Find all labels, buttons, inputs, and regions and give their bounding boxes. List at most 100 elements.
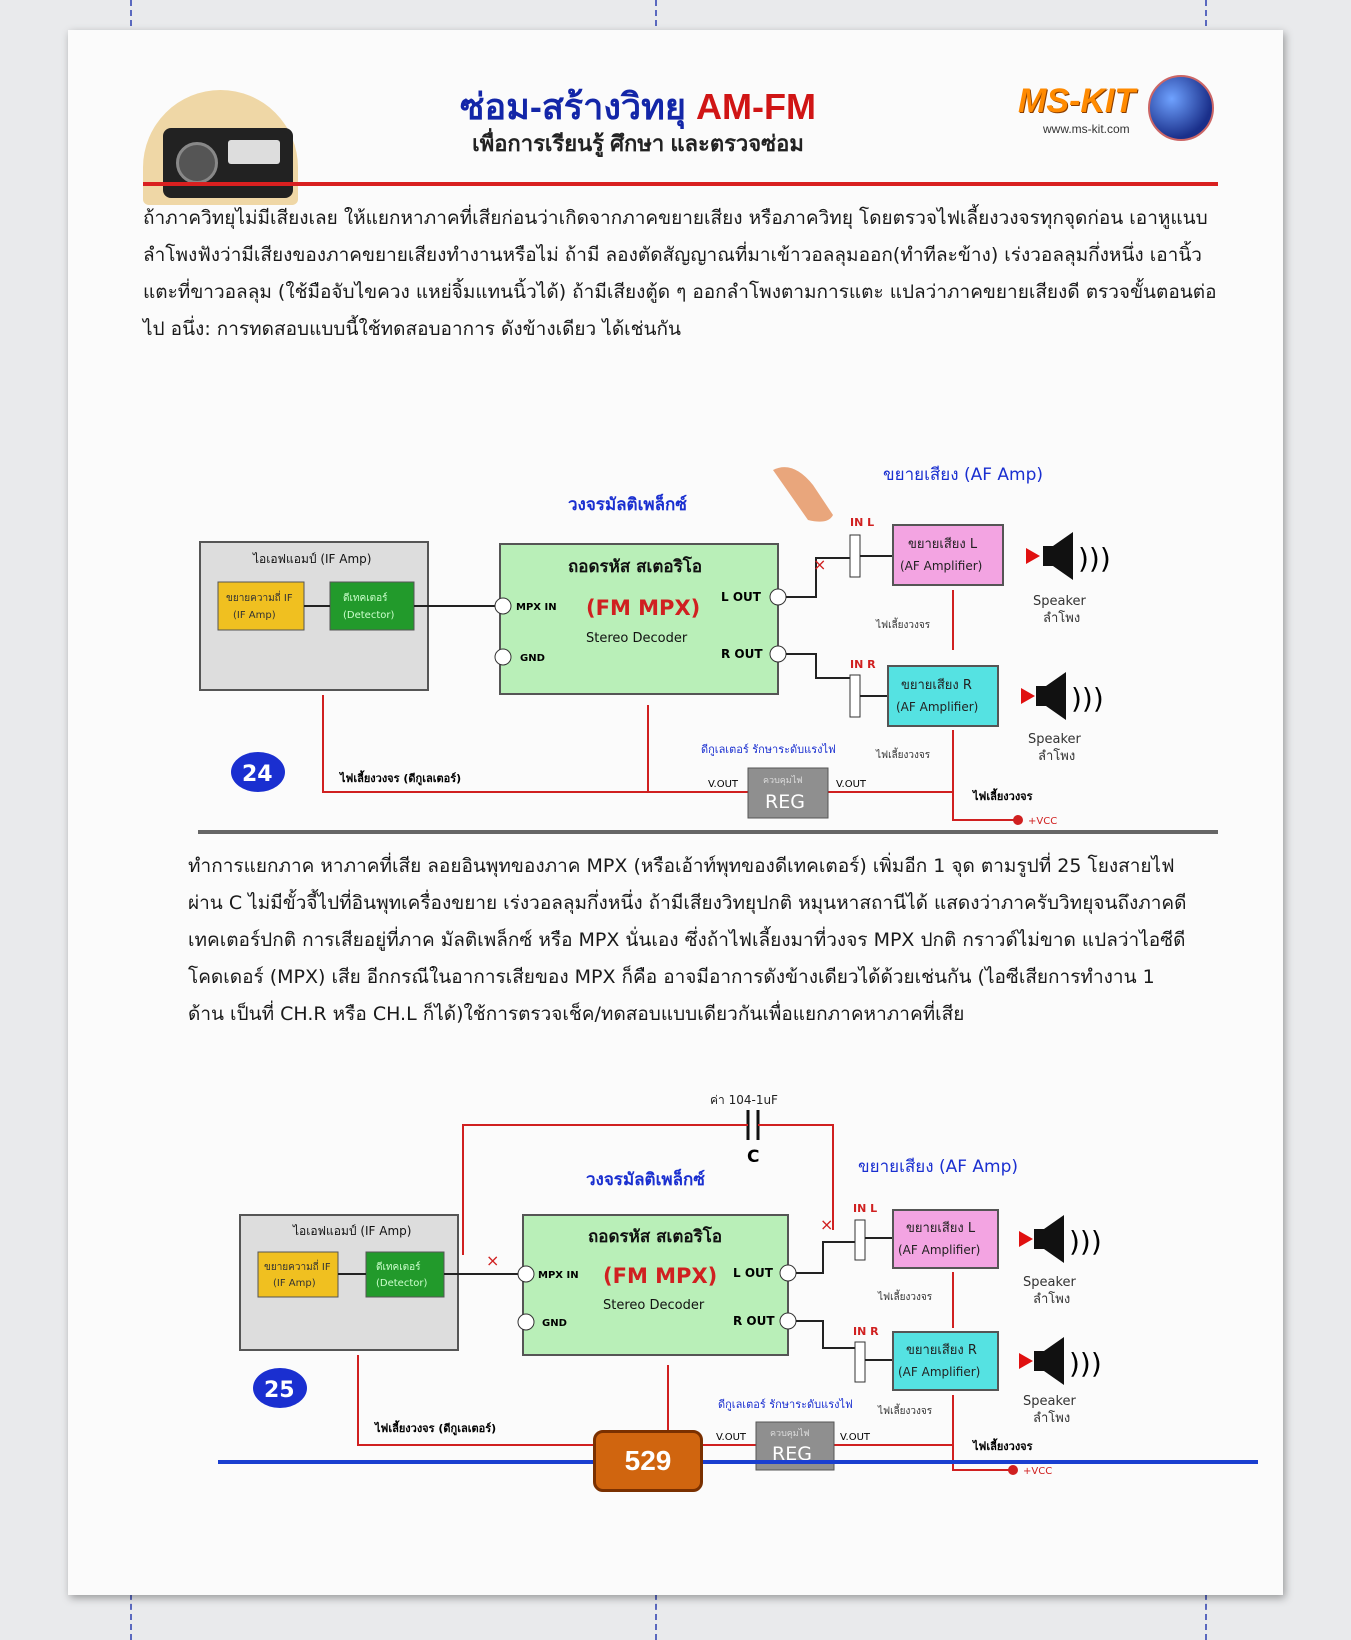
detector-box (365, 1251, 445, 1298)
decoder-sub: Stereo Decoder (603, 1298, 705, 1313)
page-subtitle: เพื่อการเรียนรู้ ศึกษา และตรวจซ่อม (472, 131, 804, 156)
mpx-section-label: วงจรมัลติเพล็กซ์ (568, 492, 687, 515)
supply-if-label: ไฟเลี้ยงวงจร (ดีกูเลเตอร์) (373, 1420, 496, 1436)
amp-l-label: ขยายเสียง L (906, 1220, 976, 1236)
l-out-label: L OUT (721, 590, 762, 604)
v-out-label: V.OUT (840, 1432, 871, 1443)
mpx-section-label: วงจรมัลติเพล็กซ์ (586, 1167, 705, 1190)
speaker-r-label: Speaker (1028, 732, 1082, 747)
sound-waves-icon: ))) (1071, 682, 1104, 715)
brand-logo: MS-KIT (1018, 82, 1136, 120)
decoder-fm: (FM MPX) (586, 596, 700, 620)
detector-sub: (Detector) (376, 1278, 427, 1289)
amp-r-label: ขยายเสียง R (906, 1342, 977, 1358)
vcc-label: +VCC (1028, 816, 1057, 827)
cut-mark: × (820, 1215, 833, 1234)
decoder-fm: (FM MPX) (603, 1264, 717, 1288)
r-out-label: R OUT (721, 647, 763, 661)
if-amp-label: ขยายความถี่ IF (264, 1259, 331, 1273)
speaker-l-label-th: ลำโพง (1043, 610, 1080, 626)
footer-badge: 529 (593, 1430, 703, 1492)
supply-if-label: ไฟเลี้ยงวงจร (ดีกูเลเตอร์) (338, 770, 461, 786)
in-r-label: IN R (850, 658, 876, 671)
supply-r-label: ไฟเลี้ยงวงจร (877, 1403, 933, 1417)
arrow-icon (1008, 548, 1040, 564)
finger-icon (773, 467, 833, 522)
sound-waves-icon: ))) (1069, 1347, 1102, 1380)
paragraph-1: ถ้าภาควิทยุไม่มีเสียงเลย ให้แยกหาภาคที่เ… (143, 207, 1217, 340)
decoder-block (522, 1214, 789, 1356)
mpx-in-label: MPX IN (516, 602, 557, 613)
vcc-label: +VCC (1023, 1466, 1052, 1477)
figure-24-diagram: วงจรมัลติเพล็กซ์ ขยายเสียง (AF Amp) ไอเอ… (199, 465, 1111, 827)
decoder-sub: Stereo Decoder (586, 631, 688, 646)
capacitor-value: ค่า 104-1uF (710, 1093, 778, 1107)
detector-box (329, 581, 415, 631)
supply-l-label: ไฟเลี้ยงวงจร (877, 1289, 933, 1303)
arrow-icon (1003, 1231, 1033, 1247)
arrow-icon (1003, 1353, 1033, 1369)
paragraph-2: ทำการแยกภาค หาภาคที่เสีย ลอยอินพุทของภาค… (188, 855, 1187, 1025)
amp-r-sub: (AF Amplifier) (898, 1365, 980, 1379)
figure-number-badge (231, 752, 285, 792)
gnd-label: GND (520, 653, 545, 664)
figure-number: 24 (242, 762, 273, 787)
decoder-title: ถอดรหัส สเตอริโอ (588, 1226, 722, 1247)
figure-number-badge (253, 1368, 307, 1408)
l-out-label: L OUT (733, 1266, 774, 1280)
detector-label: ดีเทคเตอร์ (376, 1261, 421, 1273)
cut-mark: × (486, 1251, 499, 1270)
cut-mark: × (813, 555, 826, 574)
volume-r (854, 1341, 866, 1383)
v-out-label: V.OUT (708, 779, 739, 790)
if-amp-sub: (IF Amp) (233, 610, 276, 621)
af-section-label: ขยายเสียง (AF Amp) (858, 1157, 1018, 1177)
gnd-label: GND (542, 1318, 567, 1329)
reg-small-label: ควบคุมไฟ (770, 1428, 810, 1439)
volume-l (854, 1219, 866, 1261)
decoder-title: ถอดรหัส สเตอริโอ (568, 556, 702, 577)
speaker-r-label: Speaker (1023, 1394, 1077, 1409)
amp-r-box (892, 1331, 999, 1391)
if-amp-box (257, 1251, 339, 1298)
speaker-r-label-th: ลำโพง (1033, 1410, 1070, 1426)
capacitor-label: C (747, 1147, 759, 1167)
if-amp-label: ขยายความถี่ IF (226, 590, 293, 604)
reg-box (747, 767, 829, 819)
reg-label: REG (772, 1443, 812, 1465)
supply-main-label: ไฟเลี้ยงวงจร (971, 1438, 1033, 1453)
reg-small-label: ควบคุมไฟ (763, 775, 803, 786)
amp-r-sub: (AF Amplifier) (896, 700, 978, 714)
amp-r-box (887, 665, 999, 727)
speaker-r-label-th: ลำโพง (1038, 748, 1075, 764)
detector-label: ดีเทคเตอร์ (343, 592, 388, 604)
brand-url: www.ms-kit.com (1043, 122, 1130, 136)
speaker-l-icon (1043, 532, 1073, 580)
sound-waves-icon: ))) (1078, 542, 1111, 575)
amp-r-label: ขยายเสียง R (901, 677, 972, 693)
supply-r-label: ไฟเลี้ยงวงจร (875, 747, 931, 761)
supply-l-label: ไฟเลี้ยงวงจร (875, 617, 931, 631)
amp-l-sub: (AF Amplifier) (900, 559, 982, 573)
detector-sub: (Detector) (343, 610, 394, 621)
document-page: ซ่อม-สร้างวิทยุ AM-FM เพื่อการเรียนรู้ ศ… (68, 30, 1283, 1595)
v-out-label: V.OUT (836, 779, 867, 790)
figure-number: 25 (264, 1378, 295, 1403)
page-title: ซ่อม-สร้างวิทยุ AM-FM (460, 86, 816, 127)
af-section-label: ขยายเสียง (AF Amp) (883, 465, 1043, 485)
reg-label: REG (765, 791, 805, 813)
radio-dial-icon (228, 140, 280, 164)
footer-divider (218, 1460, 1258, 1464)
amp-l-box (892, 524, 1004, 586)
arrow-icon (1003, 688, 1035, 704)
speaker-r-icon (1036, 672, 1066, 720)
globe-icon (1148, 75, 1214, 141)
mpx-in-label: MPX IN (538, 1270, 579, 1281)
speaker-l-label-th: ลำโพง (1033, 1291, 1070, 1307)
sound-waves-icon: ))) (1069, 1225, 1102, 1258)
amp-l-box (892, 1209, 999, 1269)
in-r-label: IN R (853, 1325, 879, 1338)
if-amp-sub: (IF Amp) (273, 1278, 316, 1289)
if-block-title: ไอเอฟแอมป์ (IF Amp) (252, 552, 371, 566)
regulator-caption: ดีกูเลเตอร์ รักษาระดับแรงไฟ (701, 743, 836, 756)
